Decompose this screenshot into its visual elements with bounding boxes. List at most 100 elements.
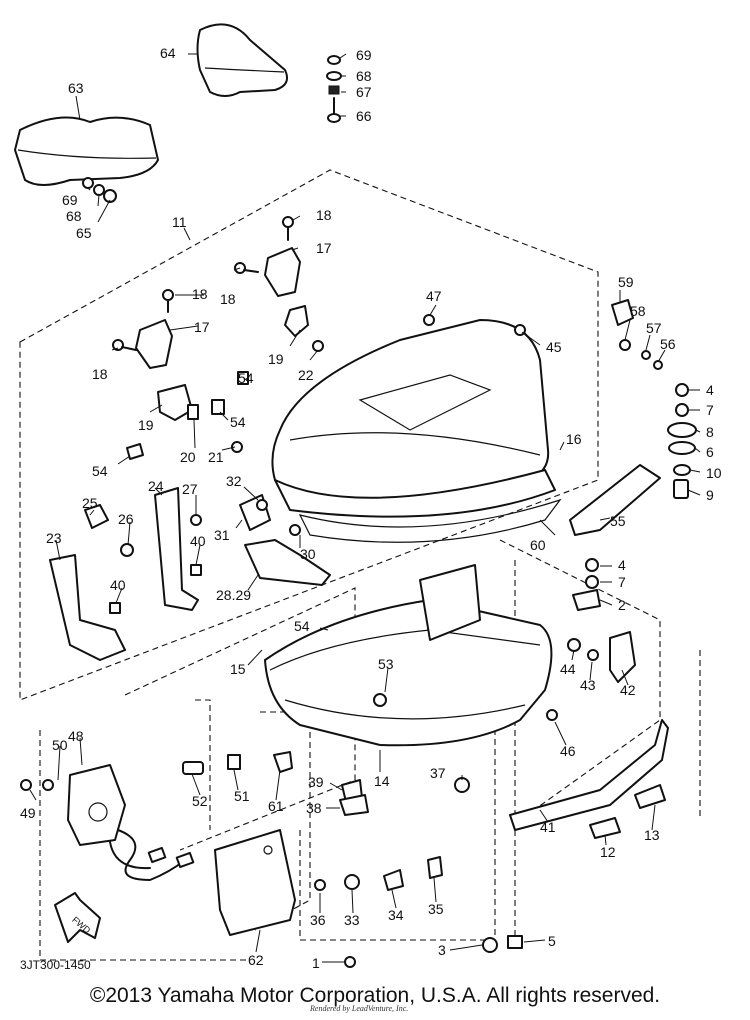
- callout-label: 52: [192, 793, 208, 809]
- leader-lines: [29, 53, 701, 963]
- fwd-arrow-icon: [54, 892, 101, 943]
- callout-label: 4: [618, 557, 626, 573]
- callout-label: 3: [438, 942, 446, 958]
- callout-label: 68: [66, 208, 82, 224]
- callout-label: 26: [118, 511, 134, 527]
- callout-label: 47: [426, 288, 442, 304]
- callout-label: 64: [160, 45, 176, 61]
- callout-label: 7: [706, 402, 714, 418]
- callout-label: 33: [344, 912, 360, 928]
- license-panel-62: [214, 829, 296, 936]
- callout-label: 4: [706, 382, 714, 398]
- callout-label: 67: [356, 84, 372, 100]
- callout-label: 62: [248, 952, 264, 968]
- callout-label: 50: [52, 737, 68, 753]
- callout-label: 40: [110, 577, 126, 593]
- callout-label: 48: [68, 728, 84, 744]
- hinge-17: [135, 247, 309, 369]
- callout-label: 22: [298, 367, 314, 383]
- callout-label: 54: [92, 463, 108, 479]
- callout-label: 11: [172, 214, 187, 230]
- callout-numbers: 64 69 68 67 66 63 69 68 65 11 18 17 18 1…: [20, 45, 722, 971]
- callout-label: 18: [92, 366, 108, 382]
- seat-pad-64: [196, 23, 288, 97]
- callout-label: 23: [46, 530, 62, 546]
- callout-label: 51: [234, 788, 250, 804]
- callout-label: 42: [620, 682, 636, 698]
- callout-label: 66: [356, 108, 372, 124]
- callout-label: 17: [316, 240, 332, 256]
- light-harness: [20, 764, 195, 881]
- callout-label: 40: [190, 533, 206, 549]
- callout-label: 8: [706, 424, 714, 440]
- callout-label: 7: [618, 574, 626, 590]
- callout-label: 19: [138, 417, 154, 433]
- callout-label: 21: [208, 449, 224, 465]
- callout-label: 16: [566, 431, 582, 447]
- callout-label: 43: [580, 677, 596, 693]
- callout-label: 68: [356, 68, 372, 84]
- callout-label: 58: [630, 303, 646, 319]
- callout-label: 14: [374, 773, 390, 789]
- callout-label: 10: [706, 465, 722, 481]
- callout-label: 18: [192, 286, 208, 302]
- callout-label: 2: [618, 597, 626, 613]
- seat-pad-63: [14, 116, 159, 186]
- key-and-lock-parts: [567, 299, 697, 683]
- callout-label: 63: [68, 80, 84, 96]
- callout-label: 54: [230, 414, 246, 430]
- callout-label: 35: [428, 901, 444, 917]
- callout-label: 49: [20, 805, 36, 821]
- callout-label: 55: [610, 513, 626, 529]
- callout-label: 24: [148, 478, 164, 494]
- callout-label: 28.29: [216, 587, 251, 603]
- clips-and-brackets-low: [182, 693, 558, 968]
- callout-label: 65: [76, 225, 92, 241]
- fasteners: [109, 216, 526, 614]
- callout-label: 27: [182, 481, 198, 497]
- callout-label: 17: [194, 319, 210, 335]
- callout-label: 41: [540, 819, 556, 835]
- callout-label: 6: [706, 444, 714, 460]
- callout-label: 38: [306, 800, 322, 816]
- callout-label: 32: [226, 473, 242, 489]
- callout-label: 56: [660, 336, 676, 352]
- callout-label: 46: [560, 743, 576, 759]
- callout-label: 36: [310, 912, 326, 928]
- rear-reflector-strip: [509, 719, 669, 839]
- diagram-code: 3JT300-1450: [20, 958, 91, 972]
- callout-label: 30: [300, 546, 316, 562]
- callout-label: 15: [230, 661, 246, 677]
- callout-label: 59: [618, 274, 634, 290]
- callout-label: 34: [388, 907, 404, 923]
- callout-label: 1: [312, 955, 320, 971]
- callout-label: 18: [220, 291, 236, 307]
- latch-brackets: [49, 371, 331, 661]
- copyright-notice: ©2013 Yamaha Motor Corporation, U.S.A. A…: [89, 984, 661, 1007]
- render-credit: Rendered by LeadVenture, Inc.: [310, 1004, 409, 1013]
- callout-label: 60: [530, 537, 546, 553]
- callout-label: 13: [644, 827, 660, 843]
- callout-label: 12: [600, 844, 616, 860]
- callout-label: 69: [356, 47, 372, 63]
- callout-label: 20: [180, 449, 196, 465]
- top-case-lid: [271, 319, 562, 543]
- callout-label: 19: [268, 351, 284, 367]
- callout-label: 44: [560, 661, 576, 677]
- callout-label: 57: [646, 320, 662, 336]
- callout-label: 54: [238, 370, 254, 386]
- callout-label: 61: [268, 798, 284, 814]
- callout-label: 25: [82, 495, 98, 511]
- callout-label: 31: [214, 527, 230, 543]
- callout-label: 5: [548, 933, 556, 949]
- callout-label: 9: [706, 487, 714, 503]
- callout-label: 69: [62, 192, 78, 208]
- callout-label: 39: [308, 774, 324, 790]
- callout-label: 45: [546, 339, 562, 355]
- callout-label: 54: [294, 618, 310, 634]
- callout-label: 18: [316, 207, 332, 223]
- callout-label: 53: [378, 656, 394, 672]
- lower-case-body: [264, 564, 553, 747]
- callout-label: 37: [430, 765, 446, 781]
